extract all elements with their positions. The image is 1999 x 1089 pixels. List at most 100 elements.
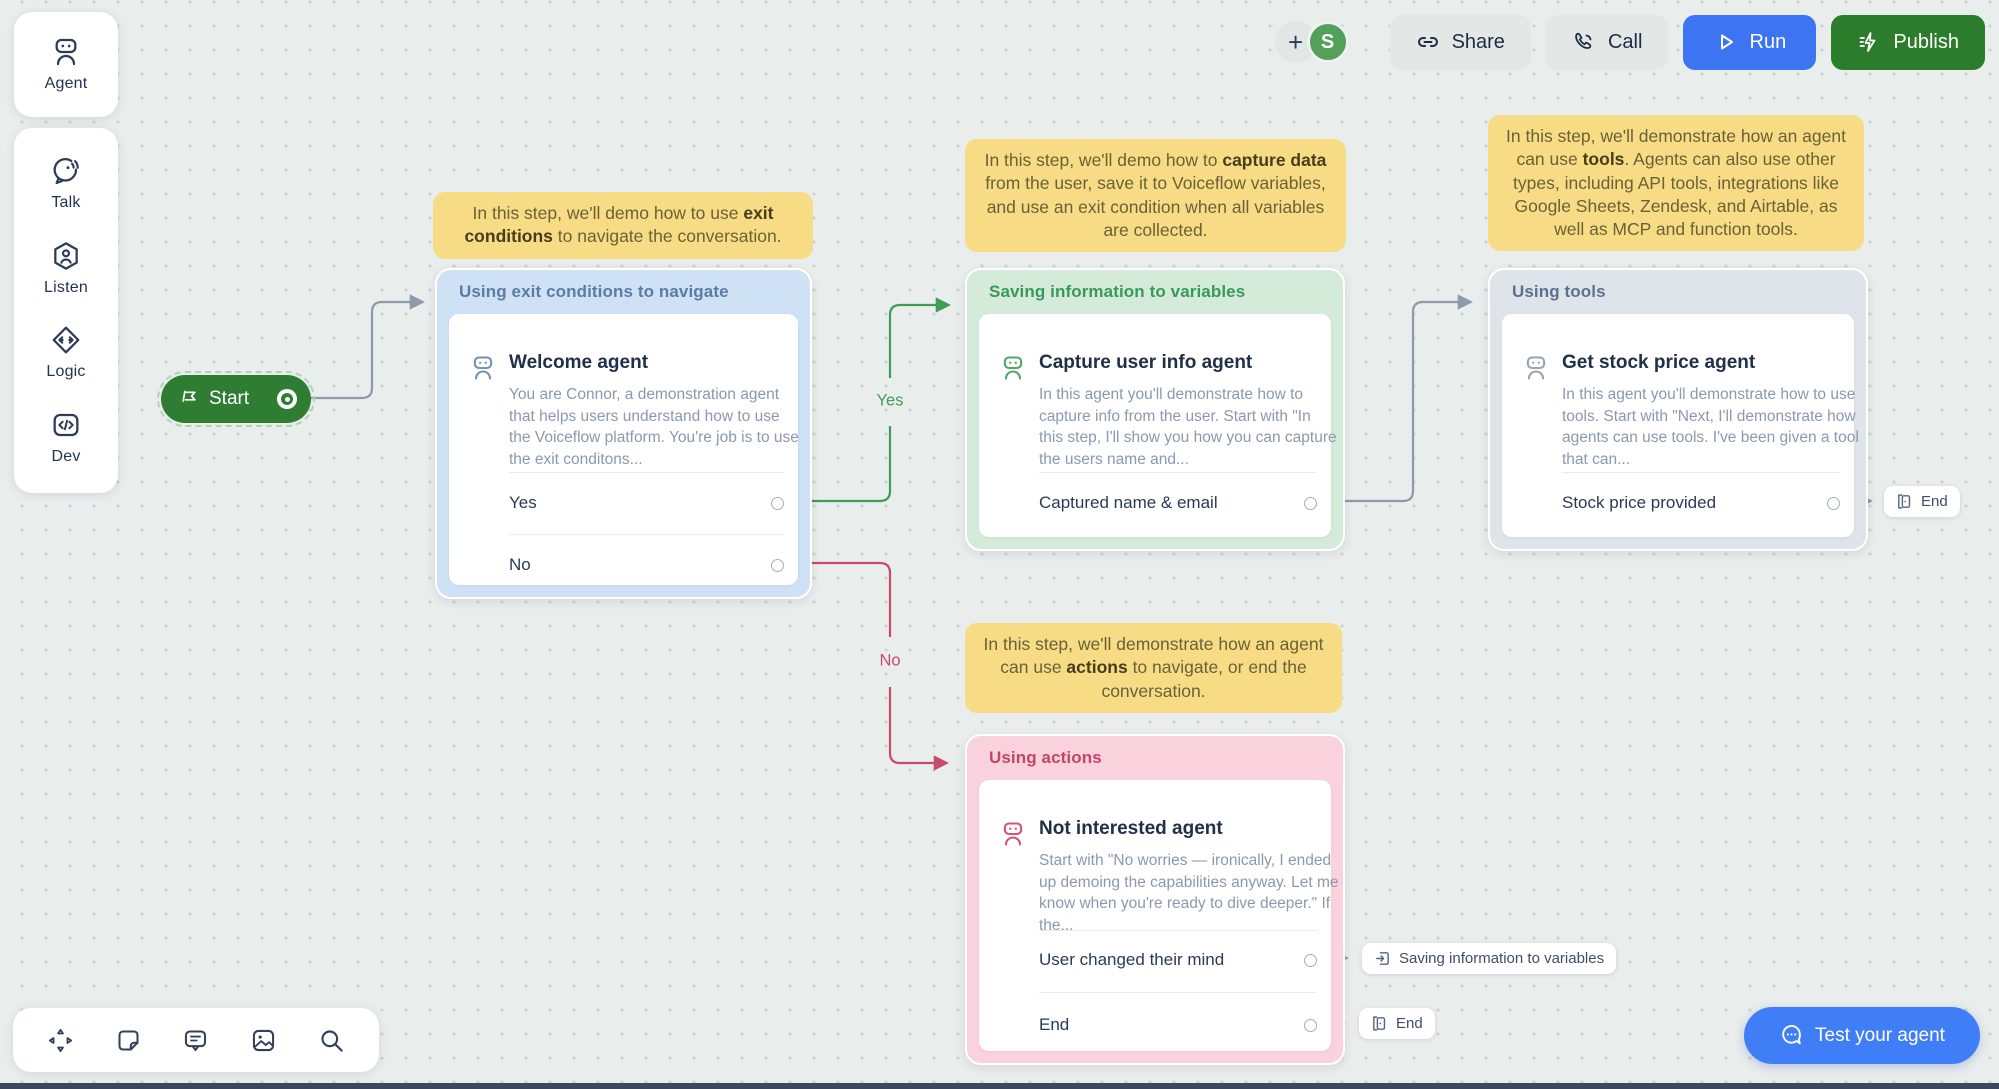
call-button[interactable]: Call [1545, 14, 1669, 70]
top-toolbar: + S Share Call Run Publish [1274, 14, 1985, 70]
robot-icon [55, 38, 77, 66]
edge-label-yes: Yes [876, 391, 904, 410]
note-text: In this step, we'll demo how to use [472, 203, 744, 223]
port-row-user-changed-mind[interactable]: User changed their mind [1039, 945, 1317, 975]
door-end-icon [1373, 1016, 1386, 1031]
move-tool-icon[interactable] [47, 1027, 74, 1054]
card-exit-conditions[interactable]: Using exit conditions to navigate Welcom… [435, 268, 812, 599]
port-row-stock-price[interactable]: Stock price provided [1562, 488, 1840, 518]
run-label: Run [1749, 30, 1787, 53]
play-icon [1720, 34, 1733, 50]
publish-lightning-icon [1859, 32, 1876, 52]
sidebar-item-label: Logic [46, 363, 86, 381]
start-output-port[interactable] [277, 389, 297, 409]
test-your-agent-button[interactable]: Test your agent [1744, 1007, 1980, 1064]
agent-title: Capture user info agent [1039, 352, 1253, 373]
start-label: Start [209, 388, 250, 409]
card-header[interactable]: Using exit conditions to navigate [459, 282, 729, 301]
port-row-end[interactable]: End [1039, 1010, 1317, 1040]
link-icon [1417, 37, 1438, 47]
card-header[interactable]: Using tools [1512, 282, 1606, 301]
listen-icon [54, 241, 78, 270]
agent-title: Get stock price agent [1562, 352, 1756, 373]
agent-block[interactable]: Capture user info agent In this agent yo… [979, 314, 1337, 537]
comment-tool-icon[interactable] [182, 1027, 209, 1054]
port-row-captured[interactable]: Captured name & email [1039, 488, 1317, 518]
robot-icon [473, 356, 493, 380]
agent-description: Start with "No worries — ironically, I e… [1039, 852, 1339, 934]
share-button[interactable]: Share [1389, 14, 1531, 70]
start-node[interactable]: Start [157, 371, 315, 427]
output-port[interactable] [1827, 496, 1840, 510]
sidebar-steps-card: Talk Listen Logic Dev [14, 128, 118, 493]
sidebar-item-label: Agent [44, 75, 88, 92]
card-using-tools[interactable]: Using tools Get stock price agent In thi… [1488, 268, 1868, 551]
output-port[interactable] [771, 558, 784, 572]
test-button-label: Test your agent [1815, 1024, 1945, 1046]
agent-block[interactable]: Welcome agent You are Connor, a demonstr… [449, 314, 799, 585]
edge-label-no: No [879, 651, 901, 670]
run-button[interactable]: Run [1683, 14, 1817, 70]
port-row-yes[interactable]: Yes [509, 488, 784, 518]
avatar[interactable]: S [1306, 21, 1349, 63]
agent-description: You are Connor, a demonstration agent th… [509, 386, 799, 468]
publish-label: Publish [1893, 30, 1959, 53]
note-capture-data[interactable]: In this step, we'll demo how to capture … [965, 139, 1346, 253]
add-collaborator-button[interactable]: + [1274, 21, 1317, 63]
output-port[interactable] [1304, 496, 1317, 510]
sidebar-item-listen[interactable]: Listen [44, 240, 88, 297]
sidebar-agent-card: Agent [14, 12, 118, 117]
share-label: Share [1451, 30, 1505, 53]
end-node-tools[interactable]: End [1884, 486, 1960, 517]
call-label: Call [1607, 30, 1643, 53]
port-row-no[interactable]: No [509, 550, 784, 580]
sticky-note-tool-icon[interactable] [115, 1027, 142, 1054]
dev-icon [53, 413, 79, 436]
agent-description: In this agent you'll demonstrate how to … [1039, 386, 1337, 468]
door-end-icon [1898, 494, 1911, 509]
agent-description: In this agent you'll demonstrate how to … [1562, 386, 1859, 468]
plus-icon: + [1287, 26, 1304, 57]
robot-icon [1526, 356, 1546, 380]
card-saving-information[interactable]: Saving information to variables Capture … [965, 268, 1345, 551]
card-using-actions[interactable]: Using actions Not interested agent Start… [965, 734, 1345, 1065]
sidebar-item-dev[interactable]: Dev [50, 409, 82, 466]
output-port[interactable] [1304, 1018, 1317, 1032]
image-tool-icon[interactable] [250, 1027, 277, 1054]
sidebar-item-label: Talk [51, 194, 81, 212]
goto-block-icon [1376, 952, 1389, 965]
sidebar-item-talk[interactable]: Talk [50, 155, 82, 212]
sidebar-item-label: Listen [44, 278, 88, 296]
publish-button[interactable]: Publish [1831, 14, 1985, 70]
output-port[interactable] [1304, 953, 1317, 967]
sidebar-item-logic[interactable]: Logic [46, 324, 85, 381]
talk-icon [53, 158, 79, 185]
note-text: In this step, we'll demonstrate how an a… [1506, 126, 1846, 170]
card-header[interactable]: Saving information to variables [989, 282, 1246, 301]
card-header[interactable]: Using actions [989, 748, 1102, 767]
robot-icon [1003, 822, 1023, 846]
end-node-label: End [1396, 1015, 1423, 1032]
end-node-actions[interactable]: End [1359, 1008, 1435, 1039]
goto-node-label: Saving information to variables [1399, 950, 1605, 967]
search-icon[interactable] [318, 1027, 345, 1054]
goto-saving-information-node[interactable]: Saving information to variables [1362, 943, 1617, 974]
chat-icon [1782, 1025, 1801, 1045]
canvas-toolbar [13, 1008, 379, 1072]
note-tools[interactable]: In this step, we'll demonstrate how an a… [1488, 115, 1864, 252]
agent-title: Welcome agent [509, 352, 649, 373]
sidebar-item-agent[interactable]: Agent [45, 36, 88, 93]
window-bottom-edge [0, 1083, 1999, 1089]
agent-block[interactable]: Get stock price agent In this agent you'… [1502, 314, 1859, 537]
robot-icon [1003, 356, 1023, 380]
agent-block[interactable]: Not interested agent Start with "No worr… [979, 780, 1339, 1051]
note-text: In this step, we'll demonstrate how an a… [983, 634, 1324, 678]
logic-icon [52, 326, 80, 354]
note-exit-conditions[interactable]: In this step, we'll demo how to use exit… [433, 192, 813, 259]
flag-icon [182, 390, 196, 402]
phone-icon [1575, 32, 1592, 49]
note-actions[interactable]: In this step, we'll demonstrate how an a… [965, 623, 1342, 713]
output-port[interactable] [771, 496, 784, 510]
